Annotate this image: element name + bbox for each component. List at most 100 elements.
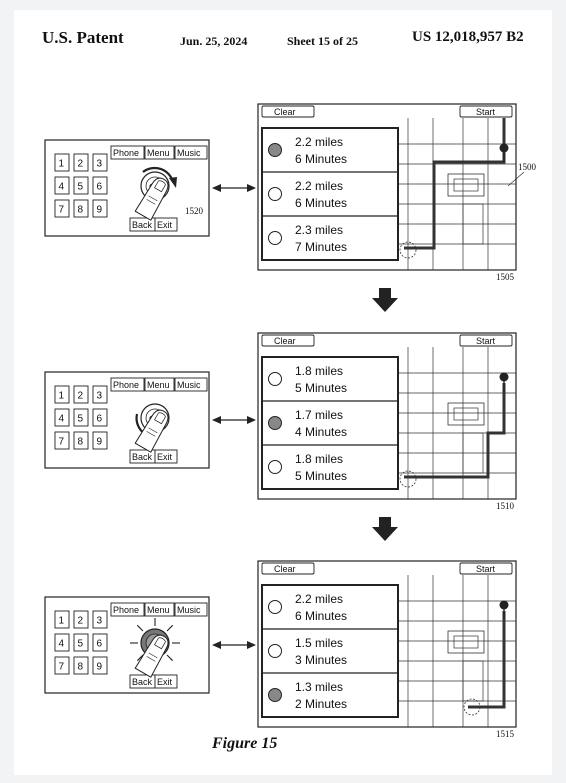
arrow-right-head (247, 416, 256, 424)
keypad-key-9[interactable]: 9 (92, 199, 108, 218)
music-button[interactable]: Music (174, 602, 208, 617)
radio-unselected-icon[interactable] (268, 187, 282, 201)
phone-button[interactable]: Phone (110, 377, 145, 392)
radio-unselected-icon[interactable] (268, 600, 282, 614)
press-ray-icon (166, 654, 174, 662)
radio-selected-icon[interactable] (268, 688, 282, 702)
finger-outline (134, 409, 169, 453)
keypad-key-1[interactable]: 1 (54, 610, 70, 629)
pin-head (499, 600, 509, 610)
radio-selected-icon[interactable] (268, 416, 282, 430)
fingernail (154, 412, 166, 425)
keypad-key-6[interactable]: 6 (92, 176, 108, 195)
keypad-key-5[interactable]: 5 (73, 633, 89, 652)
key-label: 2 (78, 159, 84, 170)
key-border (54, 176, 70, 195)
knuckle-line (148, 195, 158, 202)
button-label: Back (132, 220, 153, 230)
keypad-key-7[interactable]: 7 (54, 431, 70, 450)
map-block (462, 203, 484, 245)
exit-button[interactable]: Exit (154, 217, 178, 232)
finger-icon (134, 634, 169, 678)
keypad-key-1[interactable]: 1 (54, 153, 70, 172)
clear-button[interactable]: Clear (261, 562, 315, 575)
clear-button[interactable]: Clear (261, 105, 315, 118)
button-label: Back (132, 677, 153, 687)
figure-row-2: 123456789PhoneMenuMusicBackExitOKClearSt… (44, 332, 517, 511)
keypad-key-2[interactable]: 2 (73, 610, 89, 629)
exit-button[interactable]: Exit (154, 449, 178, 464)
keypad-key-2[interactable]: 2 (73, 153, 89, 172)
keypad-key-1[interactable]: 1 (54, 385, 70, 404)
keypad-key-8[interactable]: 8 (73, 199, 89, 218)
key-label: 7 (59, 662, 65, 673)
keypad-key-3[interactable]: 3 (92, 385, 108, 404)
route-time: 2 Minutes (295, 697, 347, 711)
start-button[interactable]: Start (459, 105, 513, 118)
keypad-key-4[interactable]: 4 (54, 633, 70, 652)
menu-button[interactable]: Menu (144, 145, 175, 160)
route-distance: 1.5 miles (295, 636, 343, 650)
radio-unselected-icon[interactable] (268, 372, 282, 386)
clear-button[interactable]: Clear (261, 334, 315, 347)
radio-unselected-icon[interactable] (268, 231, 282, 245)
route-option[interactable]: 1.8 miles 5 Minutes (262, 444, 398, 483)
exit-button[interactable]: Exit (154, 674, 178, 689)
keypad-key-8[interactable]: 8 (73, 431, 89, 450)
press-ray-icon (166, 624, 174, 632)
start-button[interactable]: Start (459, 562, 513, 575)
radio-unselected-icon[interactable] (268, 460, 282, 474)
keypad-key-9[interactable]: 9 (92, 431, 108, 450)
start-label: Start (476, 564, 496, 574)
menu-button[interactable]: Menu (144, 602, 175, 617)
keypad-key-7[interactable]: 7 (54, 656, 70, 675)
route-option[interactable]: 2.2 miles 6 Minutes (268, 135, 348, 166)
start-button[interactable]: Start (459, 334, 513, 347)
phone-button[interactable]: Phone (110, 145, 145, 160)
key-border (54, 656, 70, 675)
start-label: Start (476, 107, 496, 117)
keypad-key-2[interactable]: 2 (73, 385, 89, 404)
route-distance: 2.2 miles (295, 135, 343, 149)
keypad-key-5[interactable]: 5 (73, 408, 89, 427)
keypad-key-4[interactable]: 4 (54, 408, 70, 427)
keypad-key-8[interactable]: 8 (73, 656, 89, 675)
music-button[interactable]: Music (174, 145, 208, 160)
route-time: 5 Minutes (295, 469, 347, 483)
keypad-key-7[interactable]: 7 (54, 199, 70, 218)
keypad-key-6[interactable]: 6 (92, 408, 108, 427)
key-border (54, 199, 70, 218)
keypad-key-5[interactable]: 5 (73, 176, 89, 195)
key-border (54, 153, 70, 172)
arrow-right-head (247, 641, 256, 649)
phone-button[interactable]: Phone (110, 602, 145, 617)
radio-unselected-icon[interactable] (268, 644, 282, 658)
key-border (92, 385, 108, 404)
keypad-key-3[interactable]: 3 (92, 610, 108, 629)
key-border (92, 656, 108, 675)
key-border (73, 633, 89, 652)
key-label: 1 (59, 391, 65, 402)
music-button[interactable]: Music (174, 377, 208, 392)
keypad-key-4[interactable]: 4 (54, 176, 70, 195)
route-distance: 1.8 miles (295, 452, 343, 466)
route-time: 6 Minutes (295, 152, 347, 166)
button-label: Back (132, 452, 153, 462)
keypad-key-3[interactable]: 3 (92, 153, 108, 172)
keypad-key-9[interactable]: 9 (92, 656, 108, 675)
button-border (154, 217, 178, 232)
header-patent-number: US 12,018,957 B2 (412, 29, 524, 45)
radio-selected-icon[interactable] (268, 143, 282, 157)
keypad-key-6[interactable]: 6 (92, 633, 108, 652)
destination-pin-icon (499, 372, 509, 391)
menu-button[interactable]: Menu (144, 377, 175, 392)
button-border (174, 377, 208, 392)
